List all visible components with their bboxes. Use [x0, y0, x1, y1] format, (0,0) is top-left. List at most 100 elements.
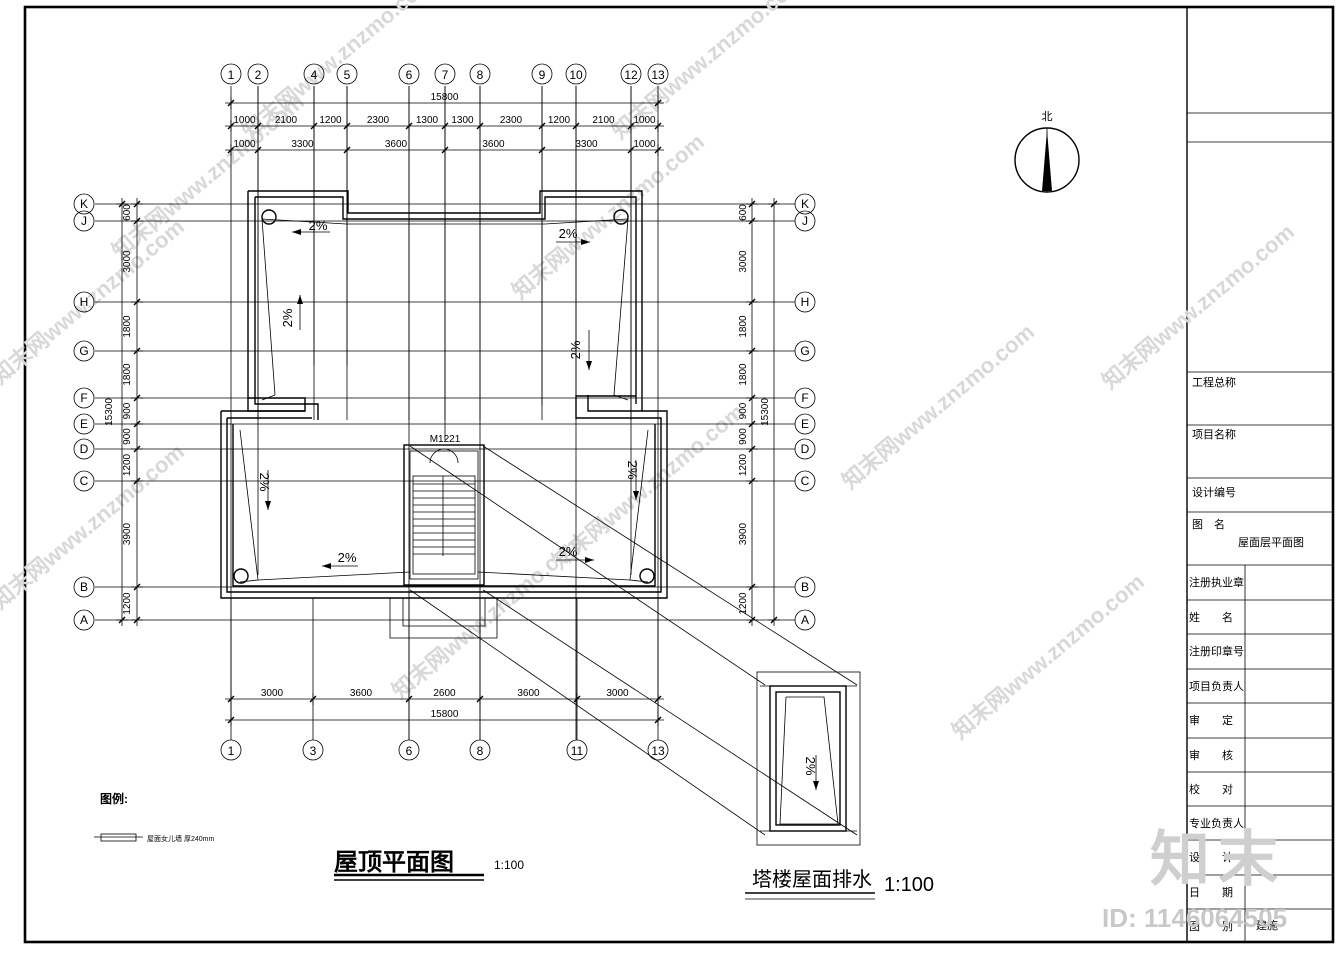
slope-label: 2% [625, 461, 640, 480]
axis-bubble [247, 63, 269, 85]
title-block-row-label: 图 别 [1189, 920, 1233, 933]
dimension-text: 1200 [738, 592, 749, 615]
dimension-text: 3300 [575, 139, 598, 150]
slope-label: 2% [568, 340, 583, 359]
dimension-text: 900 [738, 402, 749, 419]
axis-label: 4 [311, 68, 318, 82]
dimension-lines [116, 97, 780, 726]
dimension-slash [538, 122, 546, 130]
dimension-slash [133, 347, 141, 355]
sub-title: 塔楼屋面排水 [752, 868, 872, 891]
dimension-text: 2100 [275, 115, 298, 126]
watermark-text: 知末网www.znzmo.com [1097, 219, 1299, 394]
axis-bubble [73, 387, 95, 409]
building-outline [220, 190, 858, 836]
axis-label: 8 [477, 744, 484, 758]
watermark-text: 知末网www.znzmo.com [837, 319, 1039, 494]
dimension-text: 1000 [633, 115, 656, 126]
axis-label: 10 [569, 68, 583, 82]
axis-label: H [801, 295, 810, 309]
vertical-axis-lines [230, 86, 659, 740]
axis-label: H [80, 295, 89, 309]
axis-label: F [801, 391, 808, 405]
watermark-text: 知末网www.znzmo.com [0, 214, 189, 389]
axis-label: 3 [310, 744, 317, 758]
axis-bubble [469, 739, 491, 761]
dimension-slash [133, 583, 141, 591]
axis-label: 9 [539, 68, 546, 82]
dimension-slash [748, 420, 756, 428]
dimension-slash [227, 695, 235, 703]
axis-label: 5 [344, 68, 351, 82]
axis-bubble [794, 576, 816, 598]
axis-label: B [801, 580, 809, 594]
watermark-id: ID: 1146064505 [1102, 903, 1287, 933]
dimension-text: 3000 [122, 250, 133, 273]
dimension-text: 900 [122, 428, 133, 445]
axis-label: G [79, 344, 88, 358]
main-title-scale: 1:100 [494, 858, 524, 872]
slope-arrow-head [633, 491, 639, 500]
axis-label: G [800, 344, 809, 358]
dimension-slash [748, 616, 756, 624]
watermark-text: 知末网www.znzmo.com [947, 569, 1149, 744]
dimension-slash [227, 716, 235, 724]
axis-label: E [80, 417, 88, 431]
slope-arrow-head [265, 501, 271, 510]
title-block-row-label: 注册印章号 [1189, 644, 1244, 658]
title-block-row-label: 日 期 [1189, 886, 1233, 899]
slope-arrows [265, 229, 819, 790]
dimension-text: 15300 [104, 398, 115, 426]
dimension-slash [770, 200, 778, 208]
tb-drawing-label: 图 名 [1192, 517, 1225, 531]
slope-arrow-head [292, 229, 301, 235]
slope-label: 2% [309, 218, 328, 233]
dimension-text: 2300 [367, 115, 390, 126]
axis-bubble [794, 340, 816, 362]
title-block-row-label: 注册执业章 [1189, 575, 1244, 589]
dimension-slash [654, 99, 662, 107]
axis-bubble [566, 739, 588, 761]
dimension-slash [133, 445, 141, 453]
dimension-text: 1800 [122, 363, 133, 386]
watermark-text: 知末网www.znzmo.com [507, 129, 709, 304]
dimension-text: 3600 [385, 139, 408, 150]
slope-arrow-head [813, 781, 819, 790]
north-label: 北 [1042, 110, 1053, 123]
dimension-slash [227, 146, 235, 154]
dimension-slash [748, 583, 756, 591]
axis-label: 12 [624, 68, 638, 82]
tower-roof-detail [756, 671, 861, 846]
dimension-slash [573, 695, 581, 703]
axis-label: B [80, 580, 88, 594]
dimension-slash [748, 298, 756, 306]
axis-bubble [794, 438, 816, 460]
title-block-row-label: 设 计 [1189, 851, 1233, 864]
axis-label: D [80, 442, 89, 456]
dimension-text: 1800 [738, 363, 749, 386]
dimension-slash [133, 298, 141, 306]
axis-bubble [73, 193, 95, 215]
dimension-slash [476, 122, 484, 130]
tb-category: 建施 [1256, 918, 1278, 932]
axis-bubble [73, 210, 95, 232]
dimension-slash [441, 146, 449, 154]
axis-label: 13 [651, 68, 665, 82]
dimension-text: 1300 [451, 115, 474, 126]
dimension-text: 3600 [517, 688, 540, 699]
axis-bubble [73, 340, 95, 362]
dimension-slash [227, 122, 235, 130]
axis-bubble [73, 609, 95, 631]
axis-label: 1 [228, 744, 235, 758]
axis-bubble [73, 291, 95, 313]
dimension-slash [572, 122, 580, 130]
tb-drawing-name: 屋面层平面图 [1238, 536, 1304, 549]
axis-bubble [794, 210, 816, 232]
axis-label: 2 [255, 68, 262, 82]
dimension-text: 3600 [350, 688, 373, 699]
title-block-row-label: 校 对 [1189, 782, 1233, 796]
axis-label: J [802, 214, 808, 228]
